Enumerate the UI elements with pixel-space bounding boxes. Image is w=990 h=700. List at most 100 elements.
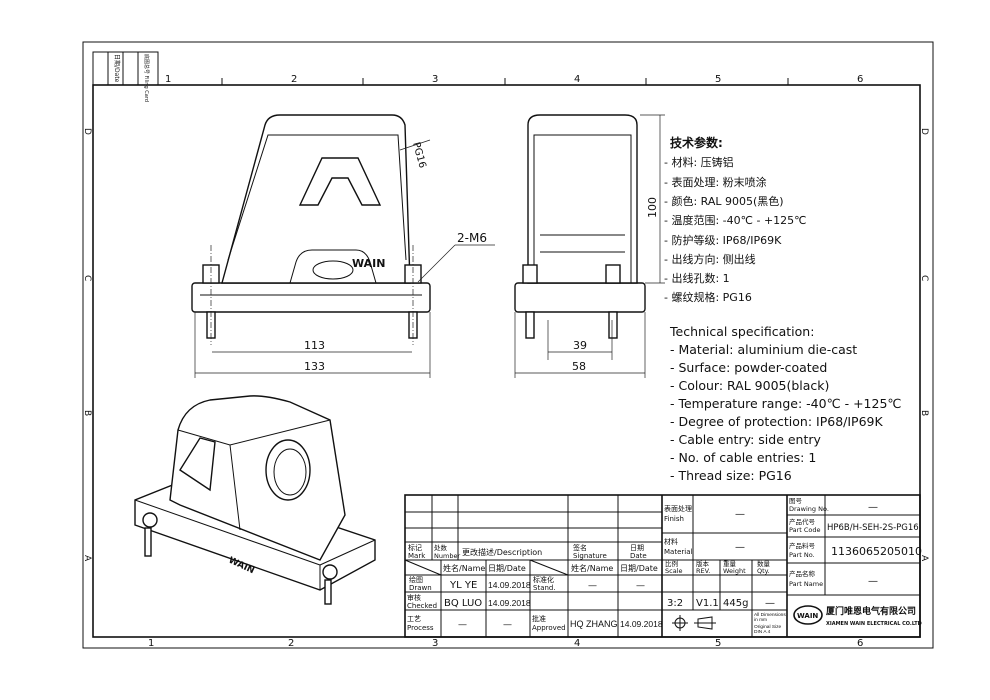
zone-columns-bottom: 1 2 3 4 5 6 [148, 638, 863, 649]
row-label: C [919, 275, 929, 281]
logo-text: WAIN [797, 612, 818, 620]
col-label: 6 [857, 638, 863, 649]
company-logo: WAIN [793, 605, 823, 625]
spec-en-item: - No. of cable entries: 1 [670, 450, 816, 465]
spec-cn-item: - 颜色: RAL 9005(黑色) [664, 194, 784, 208]
spec-cn-item: - 螺纹规格: PG16 [664, 290, 752, 304]
tb-drawn-date: 14.09.2018 [488, 580, 531, 590]
dim-133: 133 [304, 360, 325, 373]
tb-part-no-value: 1136065205010 [831, 545, 922, 558]
tb-stand-date: — [636, 581, 645, 591]
tb-approved-date: 14.09.2018 [620, 619, 663, 629]
dim-58: 58 [572, 360, 586, 373]
col-label: 3 [432, 74, 438, 85]
specs-en-title: Technical specification: [669, 324, 814, 339]
row-label: A [919, 555, 929, 562]
tb-date-header: 日期/Date [620, 564, 658, 573]
projection-symbol-icon [672, 615, 716, 631]
col-label: 1 [148, 638, 154, 649]
spec-en-item: - Cable entry: side entry [670, 432, 822, 447]
col-label: 4 [574, 74, 580, 85]
tb-company-en: XIAMEN WAIN ELECTRICAL CO.LTD [826, 621, 922, 627]
row-label: A [82, 555, 92, 562]
col-label: 6 [857, 74, 863, 85]
dim-100: 100 [646, 197, 659, 218]
front-view: WAIN PG16 2-M6 [191, 114, 495, 345]
row-label: B [82, 410, 92, 416]
tb-stand-name: — [588, 581, 597, 591]
isometric-view: WAIN [134, 395, 376, 605]
spec-cn-item: - 防护等级: IP68/IP69K [664, 233, 782, 247]
tb-checked-name: BQ LUO [444, 598, 482, 609]
specs-cn: 技术参数: - 材料: 压铸铝 - 表面处理: 粉末喷涂 - 颜色: RAL 9… [664, 135, 807, 304]
col-label: 3 [432, 638, 438, 649]
spec-cn-item: - 出线孔数: 1 [664, 271, 730, 285]
col-label: 5 [715, 74, 721, 85]
zone-columns-top: 1 2 3 4 5 6 [165, 74, 863, 85]
tb-rev-value: V1.1 [696, 598, 719, 609]
tb-material-value: — [735, 542, 745, 553]
spec-en-item: - Thread size: PG16 [670, 468, 792, 483]
spec-en-item: - Material: aluminium die-cast [670, 342, 857, 357]
tb-date-header: 日期/Date [488, 564, 526, 573]
tb-scale-value: 3:2 [667, 598, 683, 609]
tb-name-header: 姓名/Name [443, 563, 485, 573]
specs-cn-title: 技术参数: [670, 135, 723, 150]
tb-drawing-no-value: — [868, 502, 878, 513]
tb-checked-date: 14.09.2018 [488, 598, 531, 608]
tb-qty-value: — [765, 598, 775, 609]
tb-description: 更改描述/Description [462, 547, 542, 557]
spec-cn-item: - 表面处理: 粉末喷涂 [664, 175, 767, 189]
front-dimensions: 113 133 [194, 312, 431, 378]
tb-process-date: — [503, 620, 512, 630]
spec-cn-item: - 温度范围: -40℃ - +125℃ [664, 213, 807, 227]
dim-113: 113 [304, 339, 325, 352]
col-label: 5 [715, 638, 721, 649]
margin-filing-label: 底图总号 Filing Card [143, 54, 150, 102]
spec-en-item: - Colour: RAL 9005(black) [670, 378, 829, 393]
spec-cn-item: - 材料: 压铸铝 [664, 155, 734, 169]
side-view: 39 58 100 [514, 114, 665, 378]
row-label: B [919, 410, 929, 416]
margin-date-label: 日期/Date [113, 54, 121, 83]
zone-rows: D C B A D C B A [82, 128, 929, 562]
outer-frame [82, 41, 934, 649]
row-label: D [82, 128, 92, 135]
tb-company-cn: 厦门唯恩电气有限公司 [826, 605, 916, 617]
tb-weight-value: 445g [723, 598, 748, 609]
spec-en-item: - Surface: powder-coated [670, 360, 827, 375]
spec-en-item: - Temperature range: -40℃ - +125℃ [670, 396, 901, 411]
specs-en: Technical specification: - Material: alu… [669, 324, 901, 483]
brand-mark: WAIN [352, 257, 385, 270]
row-label: D [919, 128, 929, 135]
col-label: 1 [165, 74, 171, 85]
col-label: 2 [288, 638, 294, 649]
tb-part-name-value: — [868, 576, 878, 587]
dim-39: 39 [573, 339, 587, 352]
spec-cn-item: - 出线方向: 侧出线 [664, 252, 756, 266]
margin-stamp: 日期/Date 底图总号 Filing Card [92, 51, 159, 102]
tb-finish-value: — [735, 509, 745, 520]
tb-approved-name: HQ ZHANG [570, 619, 618, 629]
